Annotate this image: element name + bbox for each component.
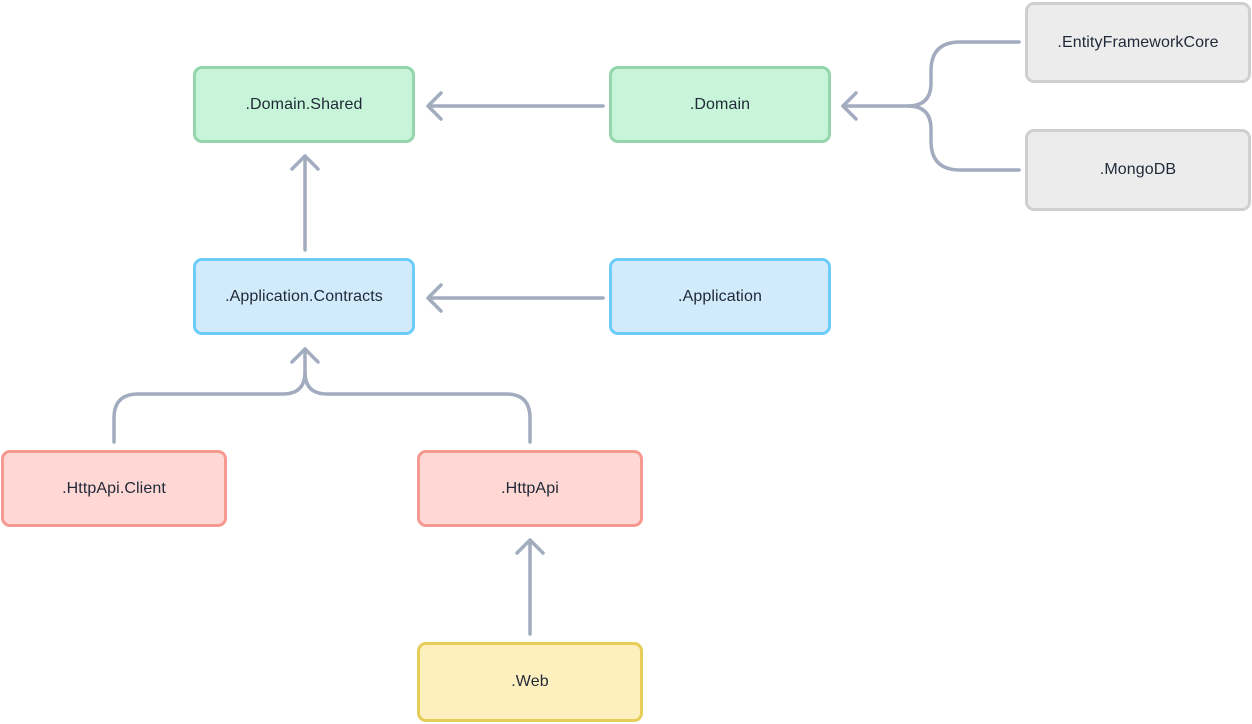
arrowhead-into-app-contracts — [290, 347, 320, 364]
arrow-app-contracts-to-domain-shared — [290, 154, 320, 252]
arrow-application-to-app-contracts — [426, 283, 605, 313]
node-label: .MongoDB — [1099, 161, 1177, 178]
arrow-efcore-to-domain — [841, 40, 1021, 108]
arrow-mongodb-to-domain — [906, 104, 1021, 172]
node-label: .EntityFrameworkCore — [1057, 33, 1219, 51]
arrow-web-to-httpapi — [515, 538, 545, 636]
node-label: .Web — [511, 673, 549, 690]
node-application: .Application — [609, 258, 831, 335]
node-label: .Application — [678, 287, 762, 305]
node-mongodb: .MongoDB — [1025, 129, 1251, 211]
node-entity-framework-core: .EntityFrameworkCore — [1025, 2, 1251, 83]
node-web: .Web — [417, 642, 643, 722]
node-label: .Application.Contracts — [225, 287, 383, 305]
node-label: .HttpApi — [501, 479, 559, 497]
node-label: .Domain — [689, 95, 751, 113]
arrow-httpapi-to-app-contracts — [303, 370, 532, 444]
node-domain-shared: .Domain.Shared — [193, 66, 415, 143]
node-label: .Domain.Shared — [245, 95, 363, 113]
arrow-httpapi-client-to-app-contracts — [112, 347, 307, 444]
node-label: .HttpApi.Client — [62, 479, 166, 497]
node-domain: .Domain — [609, 66, 831, 143]
node-application-contracts: .Application.Contracts — [193, 258, 415, 335]
node-httpapi-client: .HttpApi.Client — [1, 450, 227, 527]
arrowhead-into-domain — [841, 91, 858, 121]
node-httpapi: .HttpApi — [417, 450, 643, 527]
arrow-domain-to-domain-shared — [426, 91, 605, 121]
